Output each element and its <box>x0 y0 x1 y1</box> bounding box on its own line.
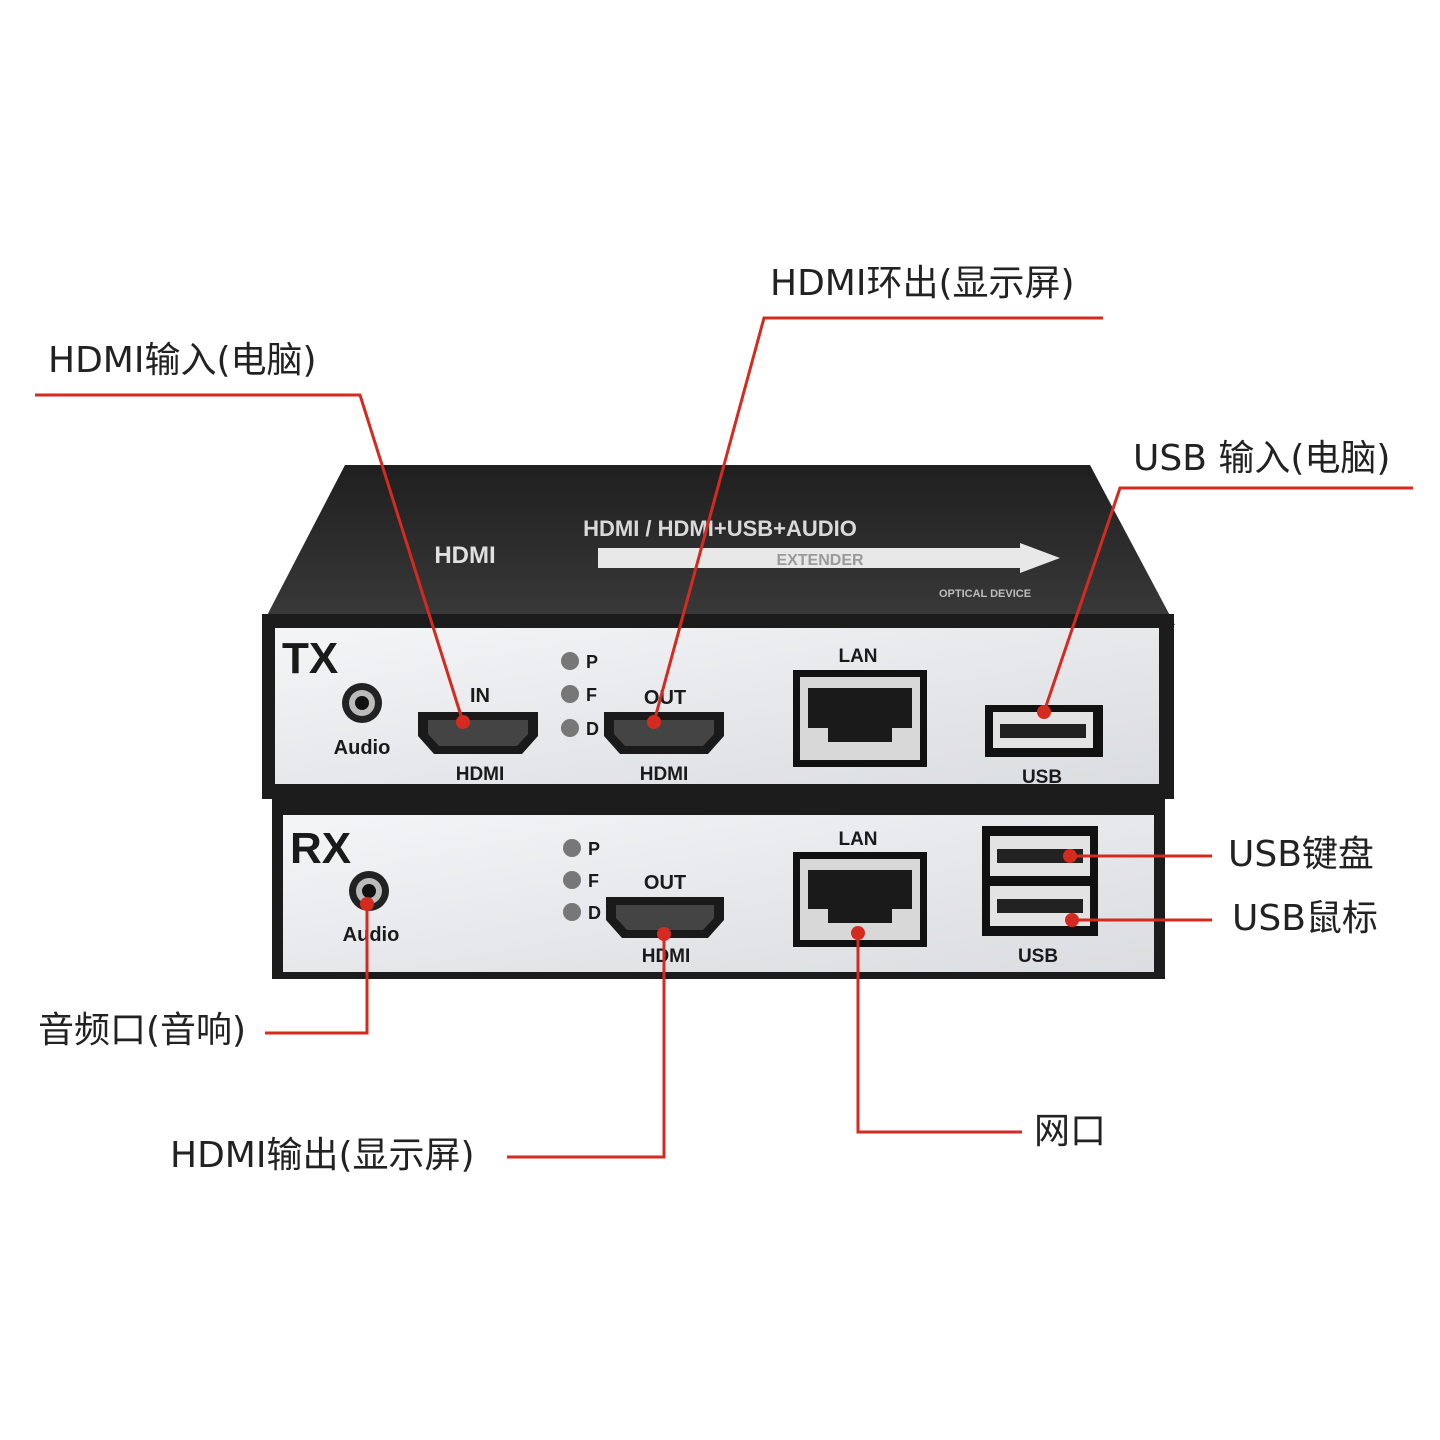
callout-usb-mouse: USB鼠标 <box>1232 898 1378 939</box>
rx-out-label: OUT <box>644 872 686 894</box>
rx-unit: RX Audio P F D OUT HDMI LAN USB <box>272 799 1165 979</box>
callout-lines <box>35 316 1413 1159</box>
tx-led-d <box>561 719 579 737</box>
line-lan <box>856 933 1022 1134</box>
extender-arrow <box>598 543 1060 573</box>
rx-audio-label: Audio <box>343 924 400 946</box>
line-hdmi-in <box>35 393 465 723</box>
callout-usb-input: USB 输入(电脑) <box>1133 438 1391 479</box>
hdmi-logo: HDMI <box>434 542 495 569</box>
tx-top-surface <box>262 465 1175 625</box>
callout-hdmi-loop: HDMI环出(显示屏) <box>770 263 1075 304</box>
extender-label: EXTENDER <box>776 552 864 569</box>
callout-usb-keyboard: USB键盘 <box>1228 834 1374 875</box>
rx-led-d-label: D <box>588 903 601 923</box>
rx-led-f <box>563 871 581 889</box>
tx-lan-label: LAN <box>838 646 877 667</box>
tx-led-p <box>561 652 579 670</box>
tx-led-f <box>561 685 579 703</box>
rx-lan-label: LAN <box>838 829 877 850</box>
tx-label: TX <box>282 634 338 683</box>
tx-hdmi-out-label: HDMI <box>640 764 689 785</box>
callout-audio: 音频口(音响) <box>38 1010 247 1051</box>
optical-label: OPTICAL DEVICE <box>939 588 1031 600</box>
rx-label: RX <box>290 824 351 873</box>
tx-unit: HDMI / HDMI+USB+AUDIO HDMI EXTENDER OPTI… <box>262 465 1175 799</box>
tx-led-p-label: P <box>586 652 598 672</box>
callout-dots <box>360 705 1079 941</box>
rx-led-p-label: P <box>588 839 600 859</box>
rx-led-f-label: F <box>588 871 599 891</box>
line-hdmi-loop <box>652 316 1103 723</box>
tx-out-label: OUT <box>644 687 686 709</box>
tx-in-label: IN <box>470 685 490 707</box>
callout-hdmi-input: HDMI输入(电脑) <box>48 340 317 381</box>
line-hdmi-out <box>507 934 666 1159</box>
line-audio <box>265 904 369 1035</box>
tx-hdmi-in-label: HDMI <box>456 764 505 785</box>
callout-hdmi-output: HDMI输出(显示屏) <box>170 1135 475 1176</box>
top-label: HDMI / HDMI+USB+AUDIO <box>583 516 857 541</box>
rx-led-d <box>563 903 581 921</box>
line-usb-in <box>1042 486 1413 713</box>
rx-hdmi-label: HDMI <box>642 946 691 967</box>
tx-led-f-label: F <box>586 685 597 705</box>
tx-audio-label: Audio <box>334 737 391 759</box>
rx-led-p <box>563 839 581 857</box>
tx-led-d-label: D <box>586 719 599 739</box>
rx-usb-label: USB <box>1018 946 1058 967</box>
tx-usb-label: USB <box>1022 767 1062 788</box>
callout-lan: 网口 <box>1034 1111 1107 1152</box>
